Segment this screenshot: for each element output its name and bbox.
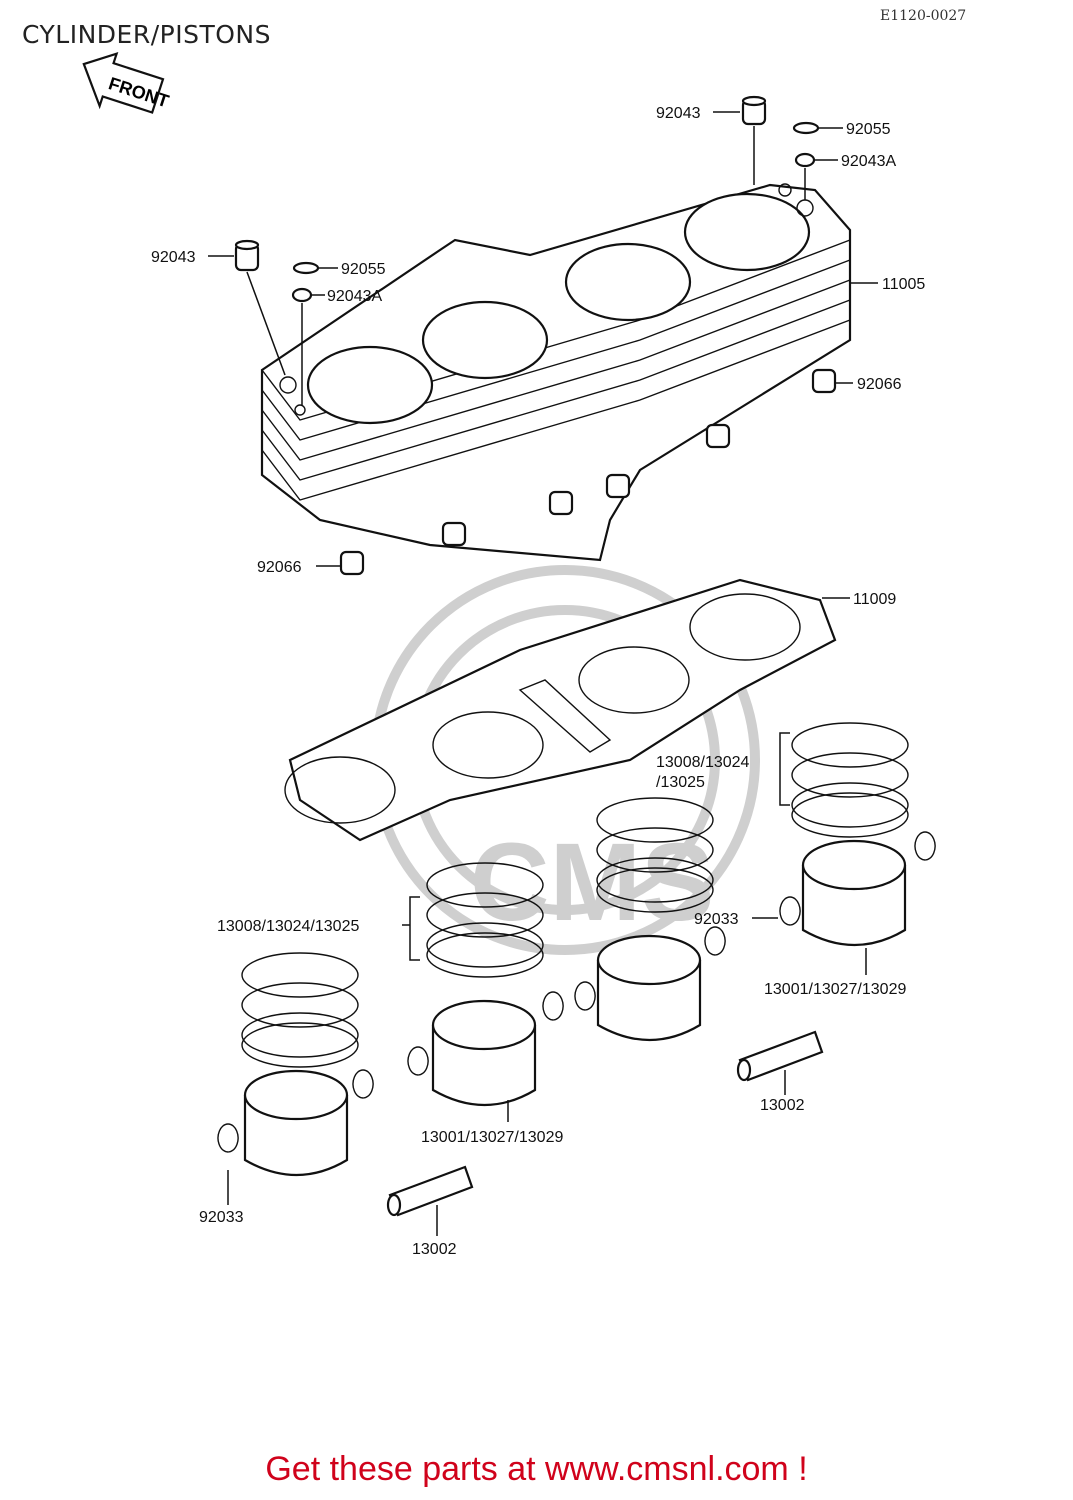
o-ring-92055-top[interactable] — [792, 121, 820, 135]
exploded-parts-diagram: CMS FRONT — [82, 51, 936, 1258]
o-ring-92055-left[interactable] — [292, 261, 320, 275]
piston-ring-set-center[interactable] — [596, 797, 714, 913]
dowel-pin-92043-top[interactable] — [741, 95, 767, 126]
circlip-b[interactable] — [779, 896, 801, 926]
piston-pin-right[interactable] — [736, 1030, 824, 1082]
callout-13002-right: 13002 — [760, 1097, 805, 1114]
callout-92066-right: 92066 — [857, 376, 902, 393]
footer-shop-link[interactable]: Get these parts at www.cmsnl.com ! — [265, 1450, 808, 1488]
callout-92033-left: 92033 — [199, 1209, 244, 1226]
circlip-a[interactable] — [914, 831, 936, 861]
piston-center[interactable] — [596, 934, 702, 1041]
dowel-92066-c[interactable] — [548, 490, 574, 516]
callout-rings-left: 13008/13024/13025 — [217, 918, 359, 935]
circlip-f[interactable] — [407, 1046, 429, 1076]
callout-92055-left: 92055 — [341, 261, 386, 278]
piston-ring-set-middle[interactable] — [426, 862, 544, 978]
dowel-92066-b[interactable] — [605, 473, 631, 499]
callout-pistons-right: 13001/13027/13029 — [764, 981, 906, 998]
piston-ring-set-right[interactable] — [791, 722, 909, 838]
callout-92055-top: 92055 — [846, 121, 891, 138]
circlip-h[interactable] — [217, 1123, 239, 1153]
callout-pistons-mid: 13001/13027/13029 — [421, 1129, 563, 1146]
dowel-92066-right[interactable] — [811, 368, 837, 394]
watermark-text: CMS — [470, 821, 714, 944]
cylinder-base-gasket[interactable] — [284, 578, 837, 842]
collar-92043a-top[interactable] — [794, 152, 816, 168]
circlip-d[interactable] — [574, 981, 596, 1011]
cylinder-bore-1 — [306, 345, 434, 425]
callout-13002-left: 13002 — [412, 1241, 457, 1258]
callout-11005: 11005 — [882, 276, 925, 293]
cylinder-bore-2 — [421, 300, 549, 380]
piston-pin-left[interactable] — [386, 1165, 474, 1217]
piston-left[interactable] — [243, 1069, 349, 1176]
dowel-92066-left[interactable] — [339, 550, 365, 576]
piston-right[interactable] — [801, 839, 907, 946]
dowel-pin-92043-left[interactable] — [234, 239, 260, 272]
collar-92043a-left[interactable] — [291, 287, 313, 303]
cylinder-block[interactable] — [260, 183, 852, 562]
callout-11009: 11009 — [853, 591, 896, 608]
callout-92066-left: 92066 — [257, 559, 302, 576]
diagram-reference-code: E1120-0027 — [880, 8, 967, 24]
piston-ring-set-left[interactable] — [241, 952, 359, 1068]
dowel-92066-a[interactable] — [705, 423, 731, 449]
cylinder-bore-4 — [683, 192, 811, 272]
circlip-g[interactable] — [352, 1069, 374, 1099]
circlip-e[interactable] — [542, 991, 564, 1021]
callout-92043a-top: 92043A — [841, 153, 896, 170]
callout-92043-left: 92043 — [151, 249, 196, 266]
piston-middle[interactable] — [431, 999, 537, 1106]
callout-92043-top: 92043 — [656, 105, 701, 122]
dowel-92066-d[interactable] — [441, 521, 467, 547]
circlip-c[interactable] — [704, 926, 726, 956]
callout-92033-right: 92033 — [694, 911, 739, 928]
callout-rings-right: 13008/13024 — [656, 754, 750, 771]
callout-rings-right-line2: /13025 — [656, 774, 705, 791]
front-direction-badge: FRONT — [82, 51, 171, 114]
page-title: CYLINDER/PISTONS — [22, 20, 271, 49]
cylinder-bore-3 — [564, 242, 692, 322]
callout-92043a-left: 92043A — [327, 288, 382, 305]
